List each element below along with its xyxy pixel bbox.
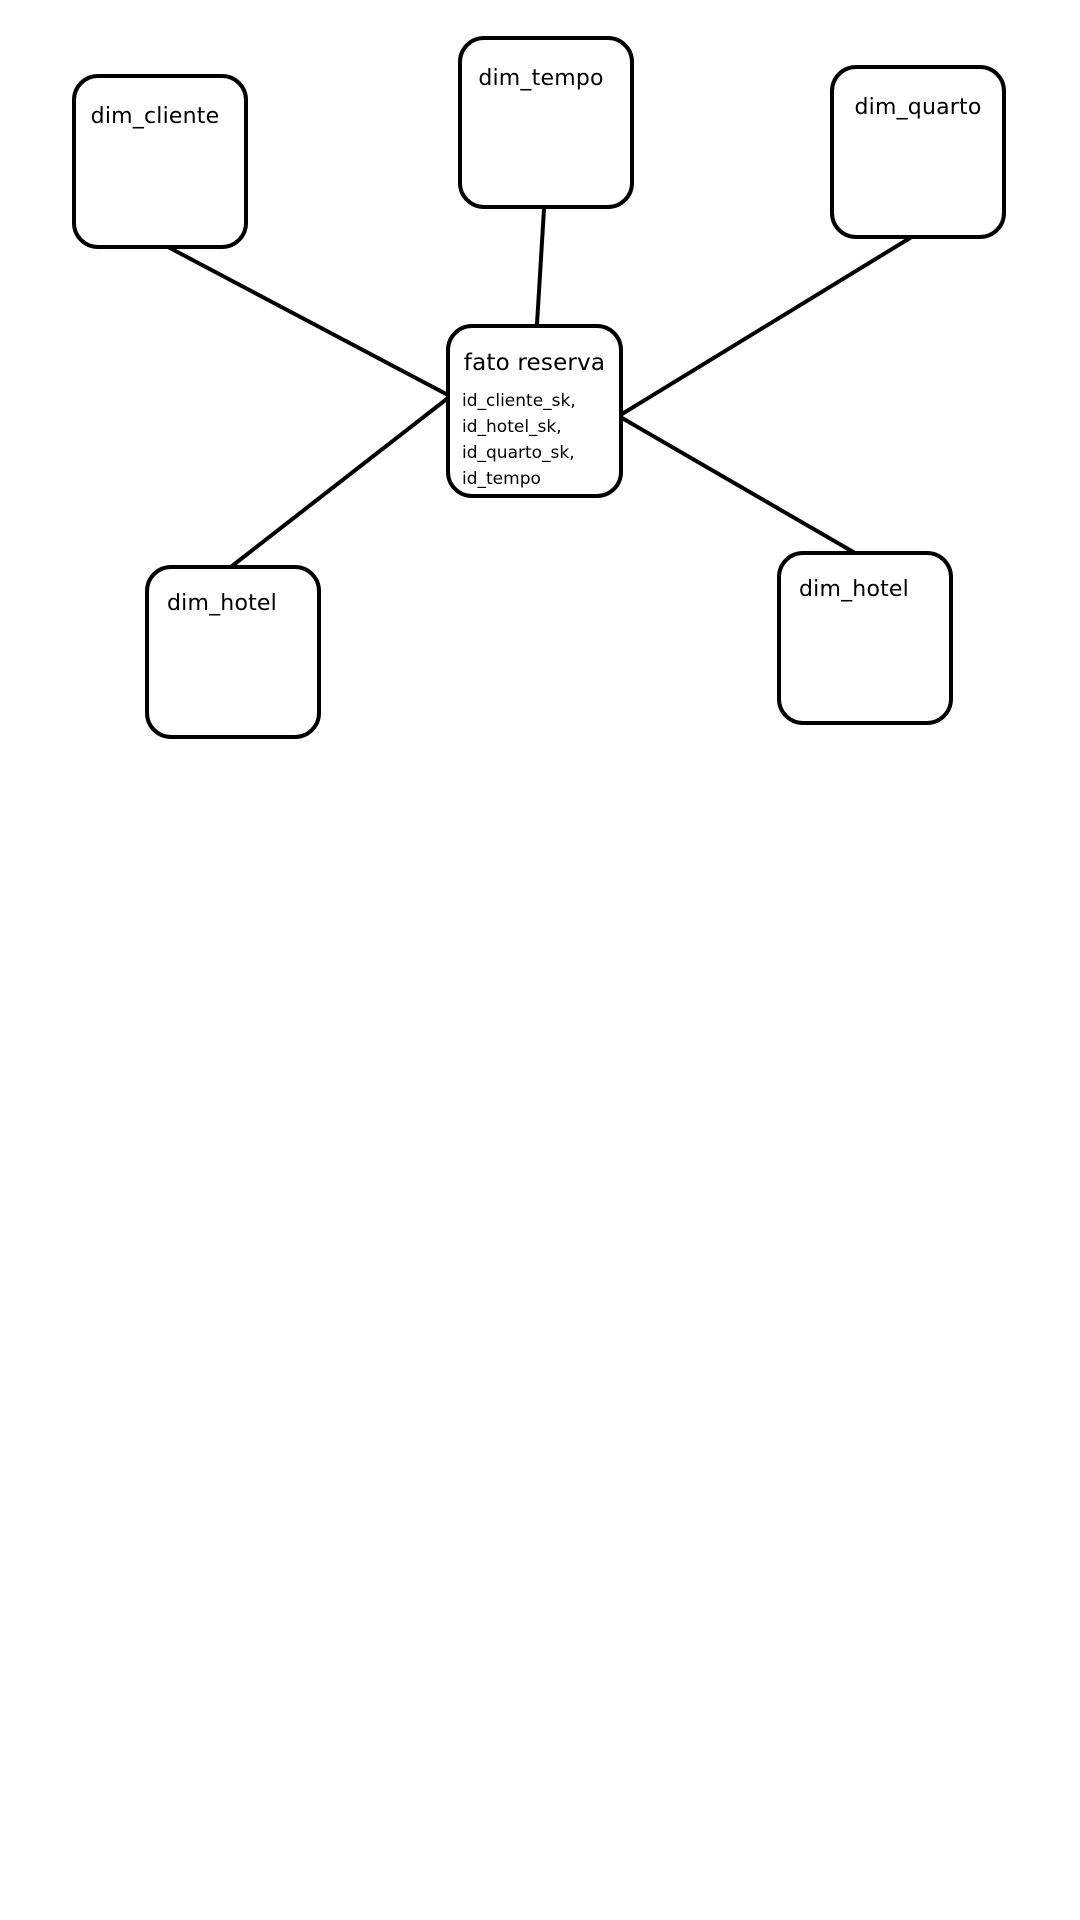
fato-reserva-title: fato reserva	[463, 350, 606, 376]
field-id-hotel-sk: id_hotel_sk,	[462, 417, 562, 437]
dim-quarto-title: dim_quarto	[854, 95, 982, 120]
dim-hotel-right-box: dim_hotel	[777, 551, 953, 725]
dim-quarto-box: dim_quarto	[830, 65, 1006, 239]
dim-tempo-box: dim_tempo	[458, 36, 634, 209]
field-id-tempo: id_tempo	[462, 469, 541, 489]
field-id-cliente-sk: id_cliente_sk,	[462, 391, 576, 411]
dim-hotel-left-box: dim_hotel	[145, 565, 321, 739]
field-id-quarto-sk: id_quarto_sk,	[462, 443, 575, 463]
connector-fact-hotel-right	[620, 416, 857, 555]
dim-cliente-title: dim_cliente	[90, 104, 220, 129]
connector-fact-quarto	[620, 236, 912, 416]
dim-hotel-right-title: dim_hotel	[799, 577, 909, 602]
connector-fact-tempo	[535, 207, 546, 326]
dim-tempo-title: dim_tempo	[478, 66, 604, 91]
fato-reserva-box: fato reserva id_cliente_sk, id_hotel_sk,…	[446, 324, 623, 498]
dim-cliente-box: dim_cliente	[72, 74, 248, 249]
fato-reserva-fields: id_cliente_sk, id_hotel_sk, id_quarto_sk…	[462, 388, 576, 492]
connector-fact-cliente	[166, 245, 450, 397]
connector-fact-hotel-left	[230, 396, 450, 568]
dim-hotel-left-title: dim_hotel	[167, 591, 277, 616]
